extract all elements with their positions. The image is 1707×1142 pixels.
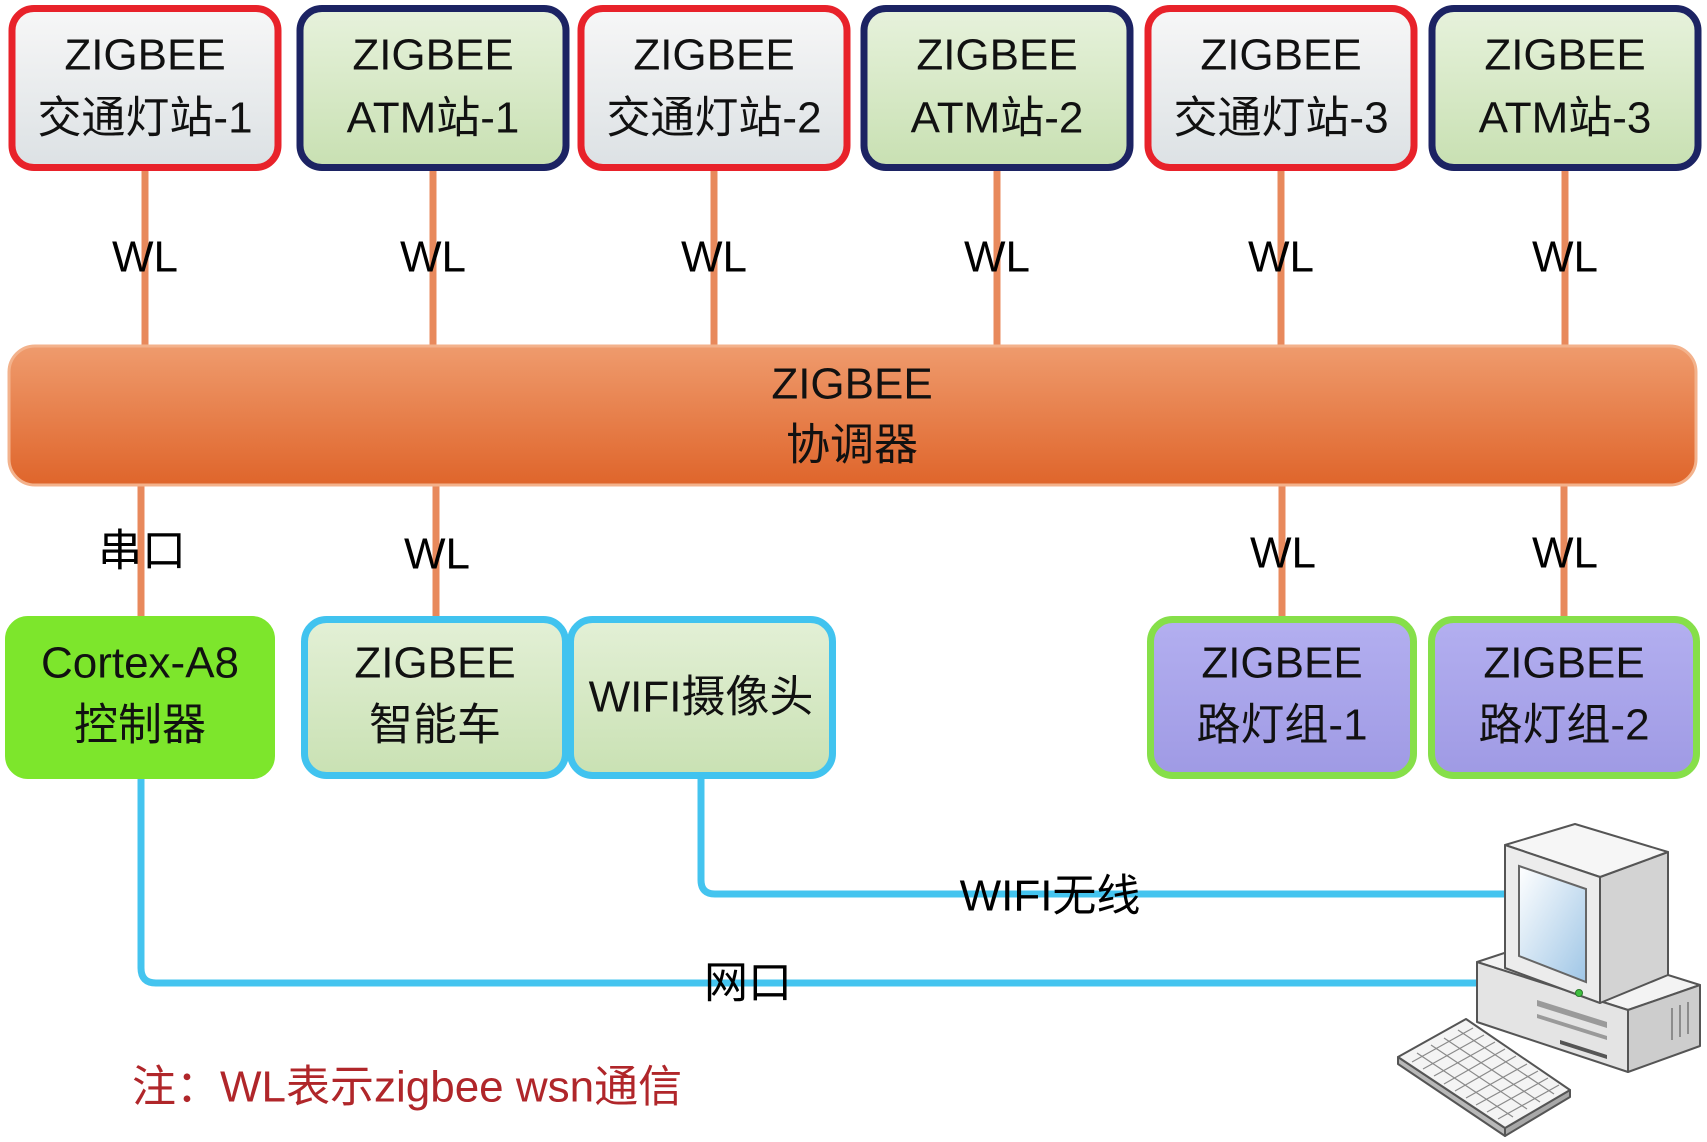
node-label: WIFI摄像头	[589, 673, 814, 722]
serial-link-label: 串口	[98, 527, 186, 576]
desktop-computer-icon	[1397, 823, 1701, 1137]
bottom-link-lines	[137, 484, 1568, 622]
node-title: ZIGBEE	[1200, 31, 1361, 80]
top-link-lines	[141, 168, 1569, 348]
bottom-node-smart-car: ZIGBEE 智能车	[301, 616, 569, 779]
top-link-labels: WL WL WL WL WL WL	[112, 233, 1598, 282]
node-box	[1144, 5, 1418, 171]
bottom-link-label: WL	[1250, 529, 1316, 578]
top-node-atm-station-3: ZIGBEE ATM站-3	[1428, 5, 1702, 171]
bottom-node-cortex-controller: Cortex-A8 控制器	[5, 616, 275, 779]
top-node-atm-station-1: ZIGBEE ATM站-1	[296, 5, 570, 171]
top-node-traffic-station-3: ZIGBEE 交通灯站-3	[1144, 5, 1418, 171]
node-title: ZIGBEE	[64, 31, 225, 80]
drive-slot	[1537, 1000, 1607, 1028]
node-box	[301, 616, 569, 779]
node-box	[1428, 616, 1700, 779]
bottom-node-wifi-camera: WIFI摄像头	[567, 616, 836, 779]
top-link-label: WL	[1248, 233, 1314, 282]
coordinator-node: ZIGBEE 协调器	[7, 344, 1698, 487]
node-box	[860, 5, 1134, 171]
node-box	[577, 5, 851, 171]
node-label: 控制器	[74, 701, 206, 750]
node-box	[1428, 5, 1702, 171]
power-led	[1575, 989, 1583, 997]
bottom-node-streetlight-group-2: ZIGBEE 路灯组-2	[1428, 616, 1700, 779]
top-link-label: WL	[1532, 233, 1598, 282]
top-link-label: WL	[681, 233, 747, 282]
monitor-screen	[1518, 864, 1587, 984]
computer-case-side	[1627, 984, 1701, 1073]
node-box	[567, 616, 836, 779]
bottom-link-label: WL	[1532, 529, 1598, 578]
node-label: 路灯组-1	[1196, 701, 1367, 750]
top-node-traffic-station-1: ZIGBEE 交通灯站-1	[8, 5, 282, 171]
node-label: 交通灯站-2	[606, 94, 821, 143]
top-node-atm-station-2: ZIGBEE ATM站-2	[860, 5, 1134, 171]
node-title: ZIGBEE	[1484, 31, 1645, 80]
coordinator-bar	[7, 344, 1698, 487]
bottom-link-labels: 串口 WL WL WL	[98, 527, 1598, 579]
node-label: 智能车	[369, 701, 501, 750]
legend-note: 注：WL表示zigbee wsn通信	[132, 1063, 682, 1112]
wifi-link-label: WIFI无线	[960, 872, 1141, 921]
node-label: 交通灯站-1	[37, 94, 252, 143]
top-link-label: WL	[964, 233, 1030, 282]
node-box	[5, 616, 275, 779]
top-link-label: WL	[112, 233, 178, 282]
coordinator-title: ZIGBEE	[771, 360, 932, 409]
drive-slot	[1537, 1014, 1607, 1040]
node-box	[8, 5, 282, 171]
node-title: Cortex-A8	[41, 639, 239, 688]
node-label: ATM站-3	[1479, 94, 1652, 143]
node-title: ZIGBEE	[352, 31, 513, 80]
node-title: ZIGBEE	[916, 31, 1077, 80]
wifi-link-line	[697, 775, 1514, 898]
node-label: 交通灯站-3	[1173, 94, 1388, 143]
coordinator-label: 协调器	[786, 421, 918, 470]
node-label: ATM站-2	[911, 94, 1084, 143]
node-label: 路灯组-2	[1478, 701, 1649, 750]
node-title: ZIGBEE	[1483, 639, 1644, 688]
keyboard-keys	[1411, 1027, 1560, 1120]
drive-slot	[1560, 1040, 1607, 1059]
node-box	[1147, 616, 1417, 779]
ethernet-link-line	[137, 775, 1552, 987]
node-box	[296, 5, 570, 171]
bottom-link-label: WL	[404, 530, 470, 579]
bottom-node-streetlight-group-1: ZIGBEE 路灯组-1	[1147, 616, 1417, 779]
top-node-traffic-station-2: ZIGBEE 交通灯站-2	[577, 5, 851, 171]
node-title: ZIGBEE	[1201, 639, 1362, 688]
top-link-label: WL	[400, 233, 466, 282]
node-title: ZIGBEE	[633, 31, 794, 80]
ethernet-link-label: 网口	[704, 959, 792, 1008]
node-label: ATM站-1	[347, 94, 520, 143]
node-title: ZIGBEE	[354, 639, 515, 688]
